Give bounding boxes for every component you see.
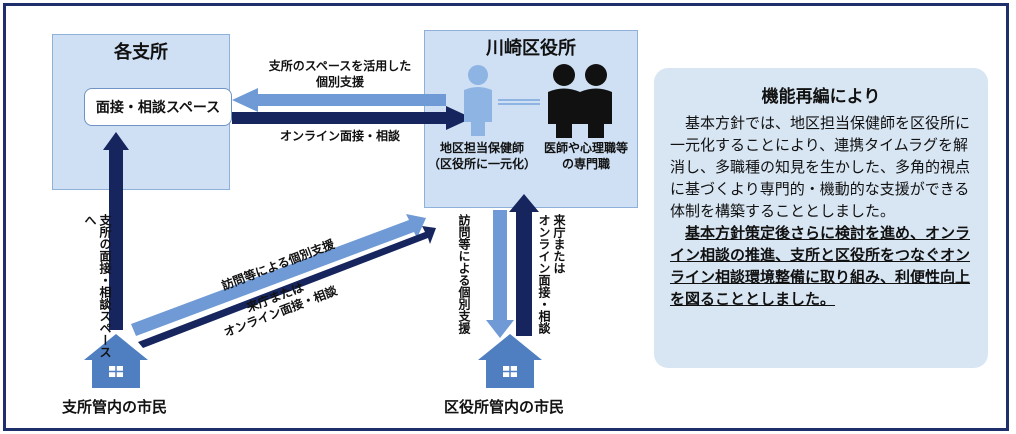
online-diagonal-arrow [138,226,436,348]
district-nurse-icon [464,65,492,136]
online-consult-label: オンライン面接・相談 [279,129,400,143]
ward-down-arrow-label: 訪問等による個別支援 [457,214,471,334]
branch-up-arrow [103,132,129,330]
specialist-label: 医師や心理職等 の専門職 [543,141,628,171]
ward-residents-house-icon [478,334,542,388]
info-body: 基本方針では、地区担当保健師を区役所に一元化することにより、連携タイムラグを解消… [670,112,980,310]
branch-up-arrow-label: 支所の面接・相談スペースへ [83,214,112,358]
function-reorganization-panel: 機能再編により 基本方針では、地区担当保健師を区役所に一元化することにより、連携… [654,68,988,368]
district-nurse-label: 地区担当保健師 （区役所に一元化） [428,141,537,171]
branch-residents-house-icon [84,334,148,388]
visit-support-diagonal-arrow [131,214,426,336]
consultation-space: 面接・相談スペース [84,88,232,126]
ward-up-arrow-label: 来庁または オンライン面接・相談 [537,214,566,334]
info-title: 機能再編により [761,87,881,107]
online-consult-arrow [232,106,472,130]
ward-residents-label: 区役所管内の市民 [444,398,565,416]
branch-office-title: 各支所 [114,42,168,63]
ward-up-arrow [509,194,539,336]
space-support-label: 支所のスペースを活用した 個別支援 [268,59,412,89]
ward-down-arrow [486,210,514,338]
specialists-icon [548,64,612,138]
space-support-arrow [232,88,446,112]
info-emphasis: 基本方針策定後さらに検討を進め、オンライン相談の推進、支所と区役所をつなぐオンラ… [670,224,971,308]
branch-residents-label: 支所管内の市民 [62,398,168,416]
info-paragraph: 基本方針では、地区担当保健師を区役所に一元化することにより、連携タイムラグを解消… [670,114,971,220]
ward-office-title: 川崎区役所 [486,38,576,59]
